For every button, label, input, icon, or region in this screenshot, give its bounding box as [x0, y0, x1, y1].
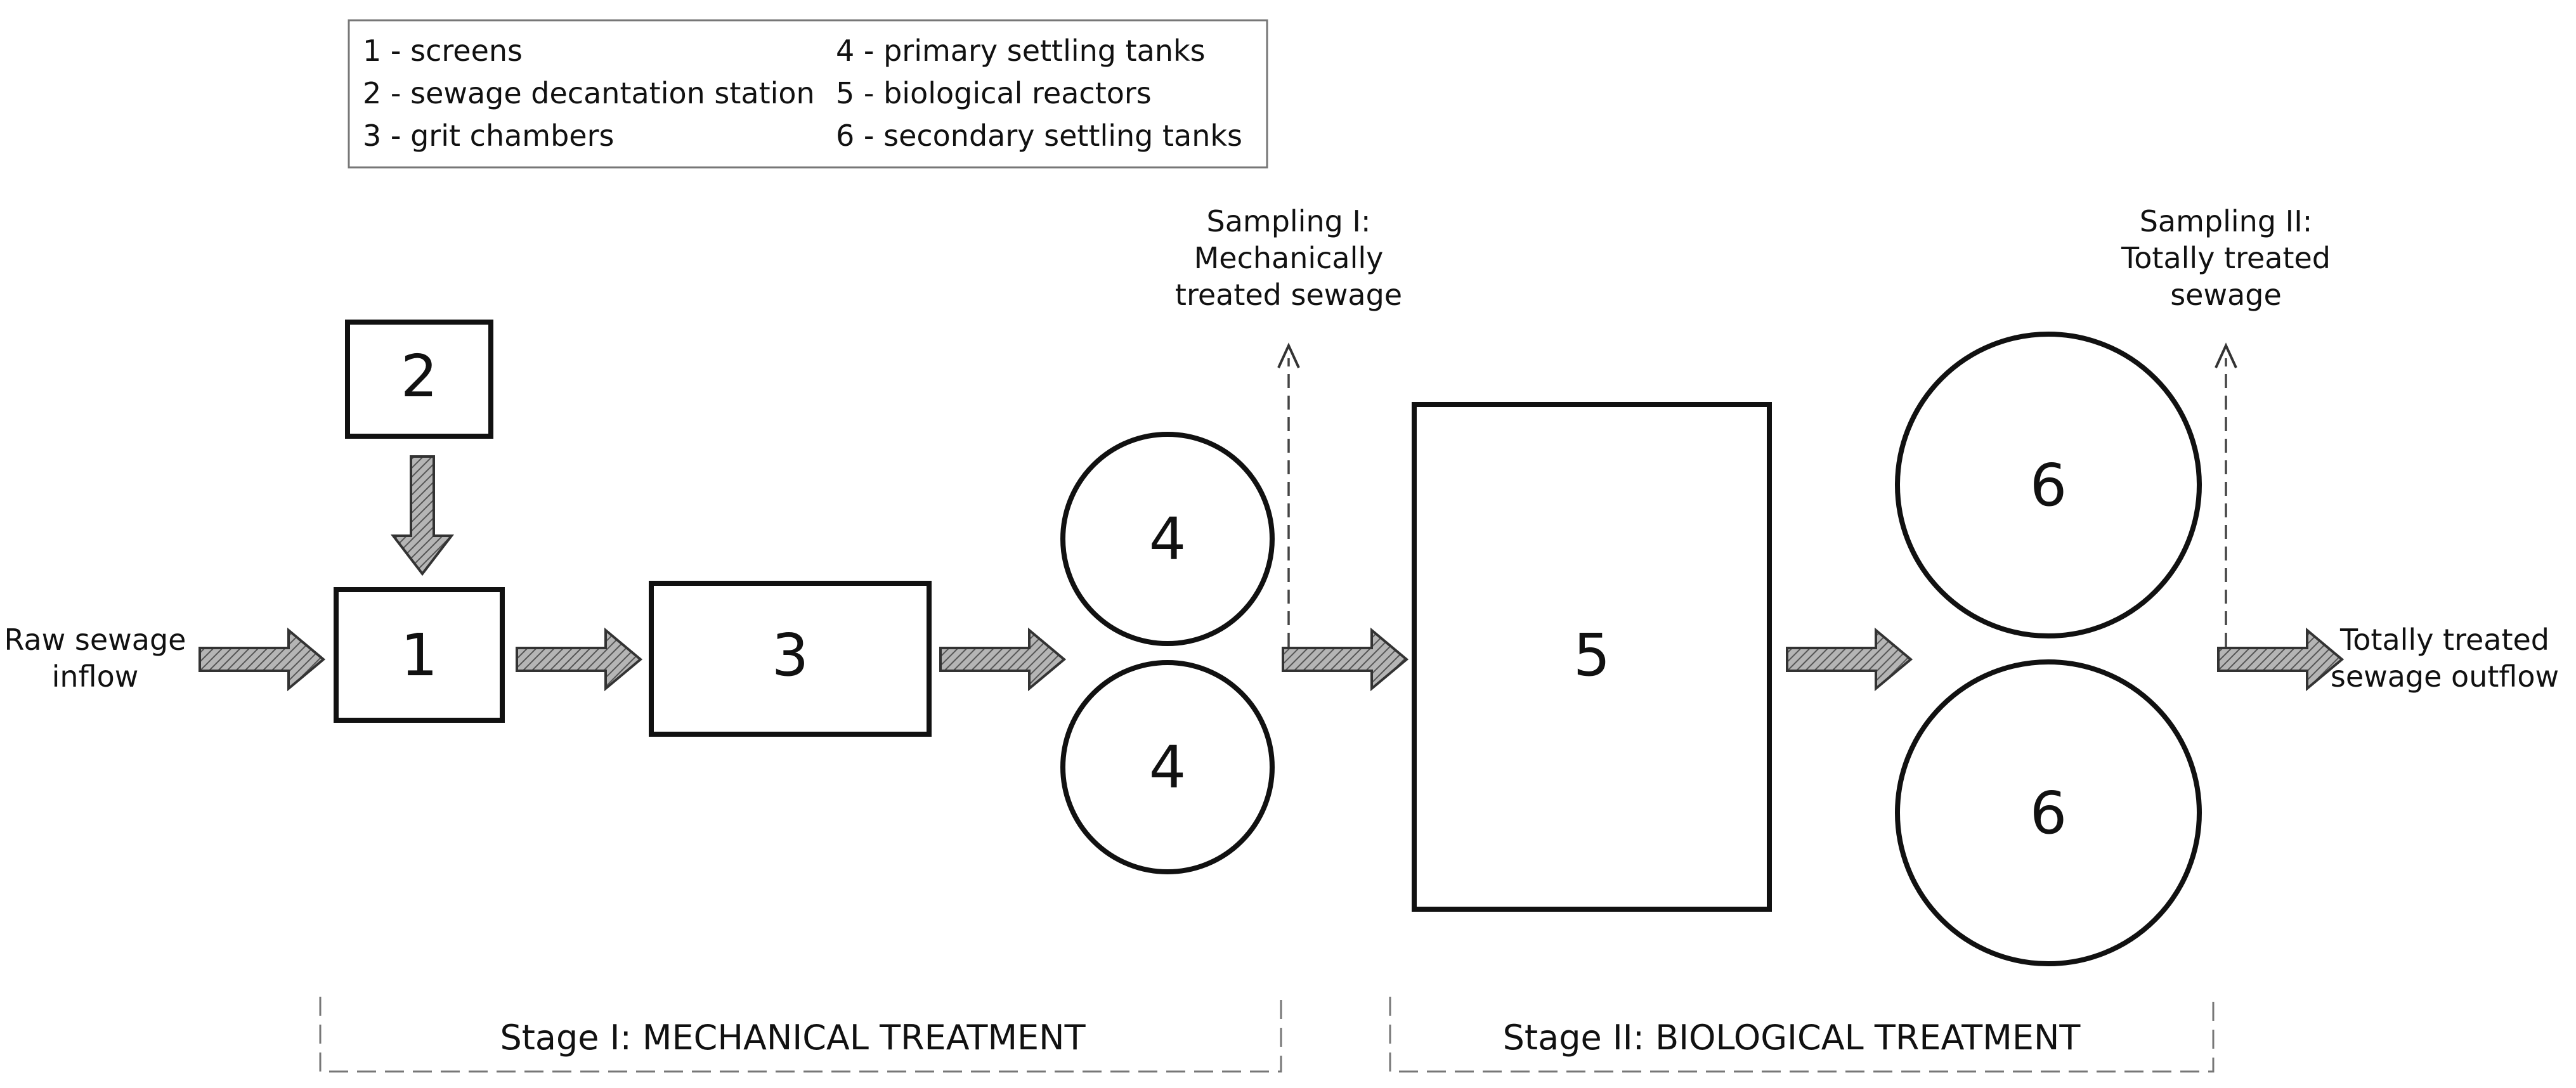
legend: 1 - screens 2 - sewage decantation stati… [348, 19, 1268, 169]
legend-item-secondary: 6 - secondary settling tanks [836, 119, 1242, 153]
stage-1-bracket [319, 997, 1282, 1073]
sampling-2-label-line1: Sampling II: [2140, 204, 2313, 238]
flow-arrow-inflow [198, 627, 326, 692]
stage-2-bracket [1389, 997, 2215, 1073]
flow-arrow-decant-to-screens [390, 455, 455, 576]
legend-item-decantation: 2 - sewage decantation station [363, 76, 815, 110]
sampling-1-label-line2: Mechanically [1194, 241, 1384, 275]
stage-2-label: Stage II: BIOLOGICAL TREATMENT [1503, 1018, 2081, 1058]
decantation-station-number: 2 [401, 342, 438, 410]
secondary-tank-top [1895, 332, 2202, 638]
stage-1-label: Stage I: MECHANICAL TREATMENT [500, 1018, 1086, 1058]
flow-arrow-primary-to-reactor [1282, 627, 1409, 692]
screens-box [334, 587, 505, 723]
primary-tank-top [1060, 432, 1275, 646]
sampling-1-label-line1: Sampling I: [1207, 204, 1371, 238]
sampling-1-label-line3: treated sewage [1175, 278, 1402, 312]
biological-reactor-number: 5 [1573, 621, 1611, 689]
outflow-label-line2: sewage outflow [2331, 659, 2559, 694]
inflow-label-line2: inflow [52, 659, 139, 694]
secondary-tank-bottom [1895, 659, 2202, 966]
flow-arrow-grit-to-primary [939, 627, 1067, 692]
flow-arrow-screens-to-grit [516, 627, 643, 692]
screens-number: 1 [401, 621, 438, 689]
biological-reactor-box [1412, 402, 1772, 912]
grit-chambers-number: 3 [772, 621, 809, 689]
primary-tank-top-number: 4 [1149, 505, 1187, 573]
legend-item-primary: 4 - primary settling tanks [836, 34, 1206, 68]
outflow-label-line1: Totally treated [2339, 623, 2549, 657]
secondary-tank-bottom-number: 6 [2030, 779, 2067, 847]
decantation-station-box [345, 320, 493, 439]
legend-item-screens: 1 - screens [363, 34, 523, 68]
sampling-2-arrowhead [2215, 342, 2237, 368]
primary-tank-bottom [1060, 660, 1275, 874]
sampling-2-label-line2: Totally treated [2121, 241, 2331, 275]
legend-box [348, 19, 1268, 169]
primary-tank-bottom-number: 4 [1149, 734, 1187, 801]
flow-arrow-reactor-to-secondary [1786, 627, 1913, 692]
sampling-1-arrowhead [1277, 342, 1300, 368]
inflow-label-line1: Raw sewage [4, 623, 186, 657]
legend-item-reactors: 5 - biological reactors [836, 76, 1152, 110]
legend-item-grit: 3 - grit chambers [363, 119, 614, 153]
secondary-tank-top-number: 6 [2030, 451, 2067, 519]
grit-chambers-box [649, 581, 932, 737]
flow-arrow-outflow [2217, 627, 2345, 692]
sampling-2-label-line3: sewage [2170, 278, 2282, 312]
